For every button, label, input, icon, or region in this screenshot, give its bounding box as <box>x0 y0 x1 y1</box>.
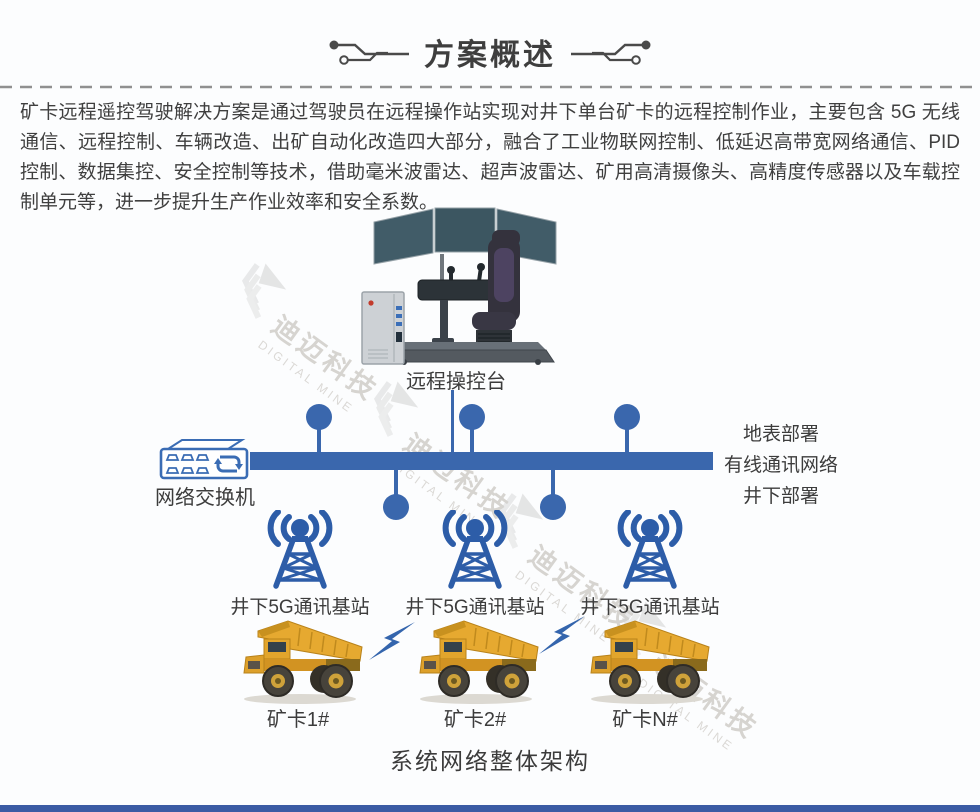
surface-deployment-label: 地表部署 <box>742 424 819 445</box>
switch-label: 网络交换机 <box>155 487 255 509</box>
connector-dot <box>383 494 409 520</box>
truck-label: 矿卡N# <box>612 709 678 731</box>
intro-paragraph: 矿卡远程遥控驾驶解决方案是通过驾驶员在远程操作站实现对井下单台矿卡的远程控制作业… <box>20 102 960 213</box>
watermark-logo-icon <box>241 263 287 319</box>
wired-network-label: 有线通讯网络 <box>723 455 838 476</box>
truck-label: 矿卡1# <box>266 709 330 731</box>
console-connector-line <box>451 390 454 453</box>
connector-stem <box>317 428 321 454</box>
network-switch-icon <box>159 439 249 480</box>
lightning-bolt-icon <box>369 622 415 660</box>
connector-dot <box>614 404 640 430</box>
connector-stem <box>625 428 629 454</box>
base-station-label: 井下5G通讯基站 <box>230 597 370 618</box>
dashed-divider <box>0 85 980 89</box>
remote-console-illustration <box>361 207 557 365</box>
connector-dot <box>540 494 566 520</box>
circuit-ornament-right-icon <box>571 40 651 65</box>
base-station-label: 井下5G通讯基站 <box>580 597 720 618</box>
connector-stem <box>551 470 555 496</box>
circuit-ornament-left-icon <box>329 40 409 65</box>
base-station-label: 井下5G通讯基站 <box>405 597 545 618</box>
connector-stem <box>394 470 398 496</box>
truck-label: 矿卡2# <box>443 709 507 731</box>
deployment-labels: 地表部署 有线通讯网络 井下部署 <box>716 419 846 512</box>
console-label: 远程操控台 <box>406 371 506 393</box>
base-station-icon <box>267 510 333 589</box>
underground-deployment-label: 井下部署 <box>742 486 819 507</box>
mining-truck-illustration <box>243 620 363 704</box>
network-bus-bar <box>250 452 713 470</box>
footer-strip <box>0 805 980 812</box>
connector-dot <box>306 404 332 430</box>
base-station-icon <box>442 510 508 589</box>
lightning-bolt-icon <box>539 616 585 654</box>
mining-truck-illustration <box>419 620 539 704</box>
diagram-caption: 系统网络整体架构 <box>390 748 590 774</box>
connector-dot <box>459 404 485 430</box>
mining-truck-illustration <box>590 620 710 704</box>
page-title: 方案概述 <box>424 39 556 72</box>
base-station-icon <box>617 510 683 589</box>
connector-stem <box>470 428 474 454</box>
page-header: 方案概述 <box>0 30 980 74</box>
